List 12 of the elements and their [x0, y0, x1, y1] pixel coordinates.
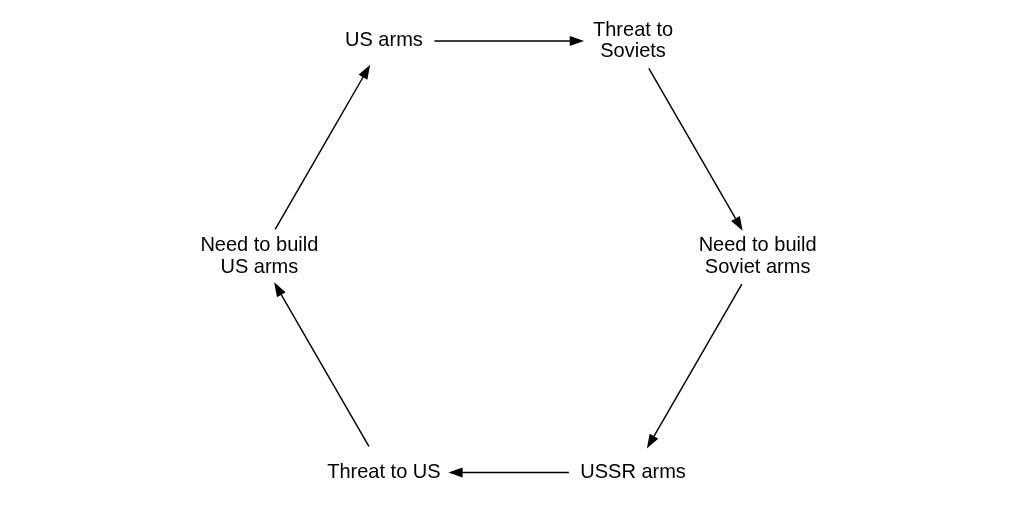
arrow [273, 282, 370, 448]
node-text: USSR arms [579, 459, 686, 482]
arrow [646, 283, 743, 449]
arrow [433, 35, 584, 46]
arrow [273, 64, 370, 231]
arrow [447, 467, 570, 478]
node-text: Threat to Soviets [592, 17, 673, 61]
arrow [647, 67, 743, 231]
node-text: Threat to US [326, 459, 441, 482]
node-text: Need to build US arms [199, 233, 318, 277]
node-text: Need to build Soviet arms [698, 233, 817, 277]
node-text: US arms [344, 28, 423, 51]
